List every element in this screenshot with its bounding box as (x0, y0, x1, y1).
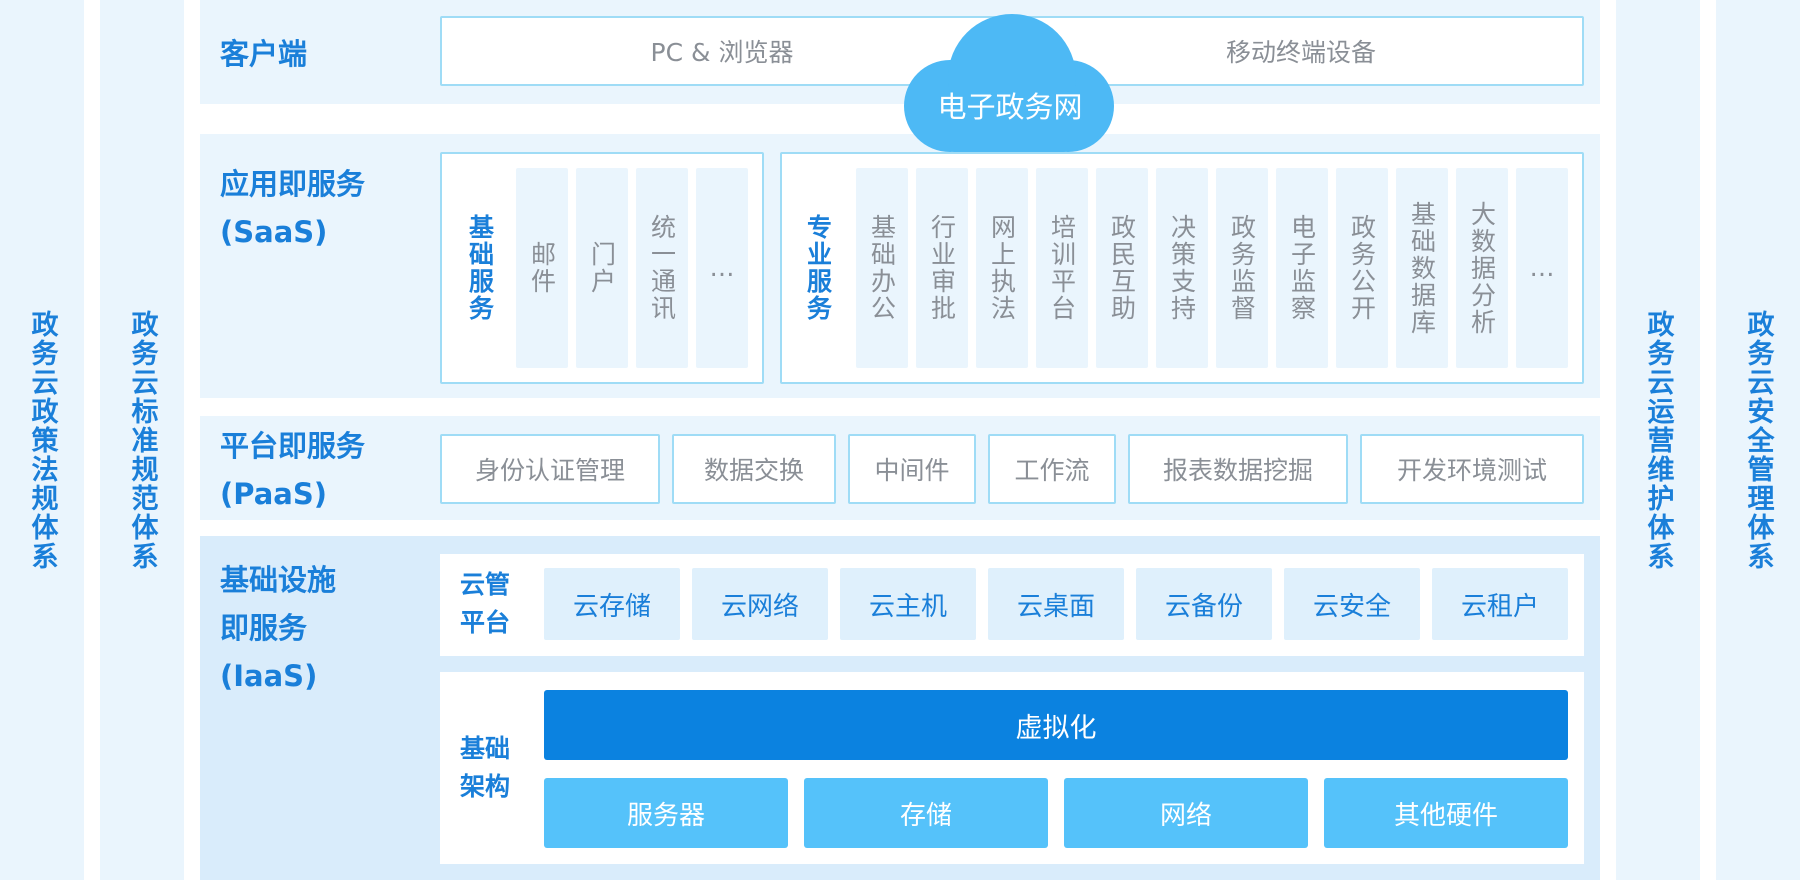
saas-pro-item: 电子监察 (1276, 168, 1328, 368)
saas-pro-item: 政务公开 (1336, 168, 1388, 368)
saas-basic-item: 邮件 (516, 168, 568, 368)
pillar-standards: 政务云标准规范体系 (100, 0, 184, 880)
cloud-label: 电子政务网 (937, 90, 1083, 124)
saas-layer-title: 应用即服务 (SaaS) (220, 160, 365, 256)
pillar-policy-regulations: 政务云政策法规体系 (0, 0, 84, 880)
saas-pro-item: 基础数据库 (1396, 168, 1448, 368)
client-layer-title: 客户端 (220, 37, 308, 71)
paas-title-line1: 平台即服务 (220, 429, 366, 463)
iaas-layer-title: 基础设施 即服务 (IaaS) (220, 556, 336, 700)
cloud-service-cell: 云备份 (1136, 568, 1272, 640)
basic-services-label: 基础服务 (465, 214, 495, 322)
cloud-service-cell: 云桌面 (988, 568, 1124, 640)
hardware-cell: 其他硬件 (1324, 778, 1568, 848)
paas-item: 数据交换 (672, 434, 836, 504)
pillar-operations: 政务云运营维护体系 (1616, 0, 1700, 880)
cloud-management-label: 云管 平台 (460, 570, 511, 637)
saas-title-line2: (SaaS) (220, 215, 328, 249)
virtualization-bar: 虚拟化 (544, 690, 1568, 760)
pillar-label: 政务云政策法规体系 (26, 309, 58, 571)
hardware-cell: 网络 (1064, 778, 1308, 848)
cloud-service-cell: 云主机 (840, 568, 976, 640)
pillar-label: 政务云运营维护体系 (1642, 309, 1674, 571)
paas-item: 开发环境测试 (1360, 434, 1584, 504)
paas-item: 工作流 (988, 434, 1116, 504)
saas-basic-item: 统一通讯 (636, 168, 688, 368)
paas-title-line2: (PaaS) (220, 477, 328, 511)
saas-pro-item: 政务监督 (1216, 168, 1268, 368)
pillar-label: 政务云标准规范体系 (126, 309, 158, 571)
pillar-security-management: 政务云安全管理体系 (1716, 0, 1800, 880)
saas-title-line1: 应用即服务 (220, 167, 366, 201)
saas-basic-item: 门户 (576, 168, 628, 368)
saas-pro-item: 培训平台 (1036, 168, 1088, 368)
hardware-cell: 服务器 (544, 778, 788, 848)
saas-pro-item: … (1516, 168, 1568, 368)
saas-pro-item: 基础办公 (856, 168, 908, 368)
cloud-service-cell: 云存储 (544, 568, 680, 640)
cloud-service-cell: 云网络 (692, 568, 828, 640)
hardware-cell: 存储 (804, 778, 1048, 848)
saas-pro-item: 政民互助 (1096, 168, 1148, 368)
client-pc-browser: PC & 浏览器 (440, 16, 1004, 86)
cloud-icon (904, 14, 1114, 152)
egov-network-cloud: 电子政务网 (888, 14, 1132, 154)
saas-pro-item: 行业审批 (916, 168, 968, 368)
paas-item: 中间件 (848, 434, 976, 504)
paas-item: 身份认证管理 (440, 434, 660, 504)
paas-item: 报表数据挖掘 (1128, 434, 1348, 504)
infrastructure-label: 基础 架构 (460, 734, 511, 801)
cloud-service-cell: 云安全 (1284, 568, 1420, 640)
saas-pro-item: 决策支持 (1156, 168, 1208, 368)
iaas-title-line1: 基础设施 (220, 563, 337, 597)
iaas-title-line3: (IaaS) (220, 659, 318, 693)
saas-pro-item: 网上执法 (976, 168, 1028, 368)
client-mobile-devices: 移动终端设备 (1018, 16, 1584, 86)
saas-pro-item: 大数据分析 (1456, 168, 1508, 368)
iaas-title-line2: 即服务 (220, 611, 308, 645)
pillar-label: 政务云安全管理体系 (1742, 309, 1774, 571)
saas-basic-item: … (696, 168, 748, 368)
cloud-service-cell: 云租户 (1432, 568, 1568, 640)
paas-layer-title: 平台即服务 (PaaS) (220, 422, 365, 518)
professional-services-label: 专业服务 (803, 214, 833, 322)
